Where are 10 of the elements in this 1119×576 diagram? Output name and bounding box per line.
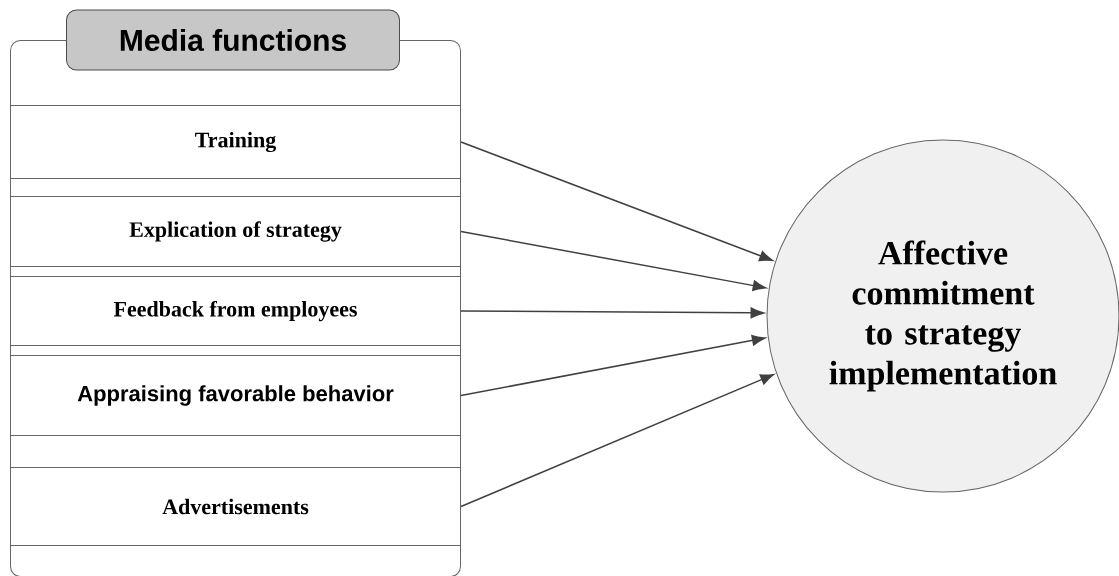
arrow — [460, 230, 767, 291]
item-box: Feedback from employees — [10, 276, 461, 346]
item-box: Explication of strategy — [10, 196, 461, 267]
arrow — [460, 335, 766, 397]
item-box: Training — [10, 105, 461, 179]
arrow — [460, 141, 773, 262]
arrow — [460, 307, 765, 319]
item-box: Advertisements — [10, 467, 461, 546]
item-box: Appraising favorable behavior — [10, 355, 461, 436]
arrow — [460, 373, 775, 508]
